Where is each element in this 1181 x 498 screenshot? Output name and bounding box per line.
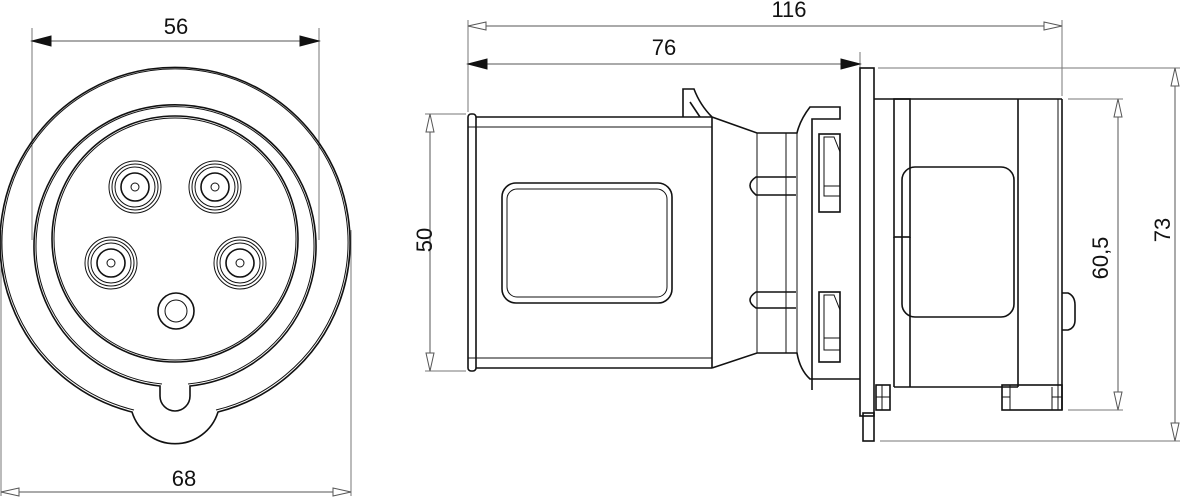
front-view: 56 68 <box>0 14 352 497</box>
arrow-down-icon <box>1170 422 1180 442</box>
dimension-label-68: 68 <box>172 466 196 491</box>
dimension-label-76: 76 <box>652 35 676 60</box>
dimension-label-50: 50 <box>412 228 437 252</box>
arrow-left-icon <box>467 21 487 31</box>
flange-plate <box>859 67 875 442</box>
dimension-68: 68 <box>0 230 352 497</box>
side-view: 116 76 50 60,5 <box>412 0 1180 442</box>
dimension-60-5: 60,5 <box>1068 98 1123 411</box>
arrow-right-icon <box>299 35 321 47</box>
rear-label-window <box>901 166 1015 318</box>
transition-section <box>711 106 860 390</box>
arrow-up-icon <box>425 113 435 133</box>
arrow-right-icon <box>840 58 862 70</box>
arrow-left-icon <box>0 487 20 497</box>
inner-ring <box>51 115 299 363</box>
dimension-label-56: 56 <box>164 14 188 39</box>
arrow-right-icon <box>1043 21 1063 31</box>
dimension-56: 56 <box>30 14 321 240</box>
sleeve <box>467 113 713 372</box>
pin-mid-left <box>84 236 138 290</box>
dimension-label-73: 73 <box>1150 218 1175 242</box>
pin-mid-right <box>213 236 267 290</box>
rear-body <box>874 98 1076 411</box>
dimension-label-116: 116 <box>771 0 806 22</box>
arrow-right-icon <box>332 487 352 497</box>
arrow-down-icon <box>425 352 435 372</box>
arrow-down-icon <box>1113 391 1123 411</box>
pin-top-right <box>188 160 242 214</box>
earth-pin <box>157 292 195 330</box>
arrow-left-icon <box>466 58 488 70</box>
middle-ring <box>33 104 317 412</box>
dimension-73: 73 <box>878 67 1180 442</box>
arrow-up-icon <box>1113 98 1123 118</box>
outer-housing-contour <box>0 66 351 445</box>
dimension-50: 50 <box>412 113 466 372</box>
pin-top-left <box>108 160 162 214</box>
latch-window-top <box>818 133 841 213</box>
arrow-up-icon <box>1170 67 1180 87</box>
dimension-label-60-5: 60,5 <box>1088 237 1113 280</box>
dimension-76: 76 <box>466 35 862 70</box>
latch-hook <box>682 88 713 118</box>
dimension-116: 116 <box>467 0 1063 112</box>
arrow-left-icon <box>30 35 52 47</box>
label-window <box>501 182 673 304</box>
